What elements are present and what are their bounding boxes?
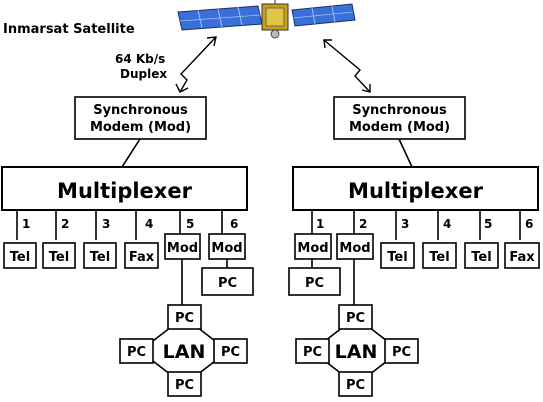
right-port-2: 2 — [359, 217, 367, 231]
right-lan-pc-right: PC — [392, 345, 411, 360]
right-lan-pc-top: PC — [346, 311, 365, 326]
left-multiplexer-box — [1, 166, 248, 211]
left-lan-pc-left: PC — [127, 345, 146, 360]
right-device-6: Fax — [509, 250, 535, 265]
left-port-4: 4 — [145, 217, 153, 231]
left-modem-line2: Modem (Mod) — [90, 120, 191, 135]
right-uplink-arrow — [323, 39, 371, 93]
left-uplink-arrow — [175, 36, 217, 93]
right-lan-pc-bottom-box — [338, 371, 373, 397]
right-device-1: Mod — [297, 241, 328, 256]
right-device-5-box — [464, 242, 499, 269]
right-device-6-box — [504, 242, 540, 269]
right-lan-pc-bottom: PC — [346, 378, 365, 393]
left-standalone-pc: PC — [218, 276, 237, 291]
left-device-1: Tel — [10, 250, 30, 265]
left-standalone-pc-box — [201, 267, 254, 296]
right-lan-label: LAN — [335, 341, 378, 363]
left-lan-label: LAN — [163, 341, 206, 363]
right-port-1: 1 — [316, 217, 324, 231]
left-device-3-box — [83, 242, 117, 269]
link-rate-label: 64 Kb/s — [115, 52, 165, 66]
right-device-3-box — [380, 242, 415, 269]
right-standalone-pc-box — [288, 267, 341, 296]
right-standalone-pc: PC — [305, 276, 324, 291]
right-modem-line1: Synchronous — [352, 103, 447, 118]
satellite-label: Inmarsat Satellite — [3, 22, 135, 37]
right-device-2-box — [336, 233, 374, 260]
right-device-4-box — [422, 242, 457, 269]
left-port-1: 1 — [22, 217, 30, 231]
left-port-6: 6 — [230, 217, 238, 231]
left-lan-pc-top: PC — [175, 311, 194, 326]
right-multiplexer-box — [292, 166, 539, 211]
left-lan-pc-bottom: PC — [175, 378, 194, 393]
right-device-3: Tel — [387, 250, 407, 265]
left-lan-pc-bottom-box — [167, 371, 202, 397]
right-device-1-box — [294, 233, 332, 260]
right-port-5: 5 — [484, 217, 492, 231]
right-multiplexer-label: Multiplexer — [348, 179, 484, 203]
left-device-3: Tel — [90, 250, 110, 265]
left-multiplexer-label: Multiplexer — [57, 179, 193, 203]
left-device-5: Mod — [167, 241, 198, 256]
right-modem-box — [333, 96, 466, 140]
left-device-4-box — [124, 242, 159, 269]
right-network: Synchronous Modem (Mod) Multiplexer 1 2 … — [288, 96, 540, 397]
right-device-4: Tel — [429, 250, 449, 265]
right-port-3: 3 — [401, 217, 409, 231]
left-network: Synchronous Modem (Mod) Multiplexer 1 2 … — [1, 96, 254, 397]
left-device-6: Mod — [211, 241, 242, 256]
right-lan-pc-left: PC — [303, 345, 322, 360]
left-device-1-box — [3, 242, 37, 269]
left-device-4: Fax — [129, 250, 155, 265]
left-port-2: 2 — [61, 217, 69, 231]
left-modem-box — [74, 96, 207, 140]
left-lan-pc-right-box — [213, 338, 248, 364]
right-lan-pc-left-box — [295, 338, 330, 364]
left-lan-pc-top-box — [167, 304, 202, 330]
left-modem-line1: Synchronous — [93, 103, 188, 118]
left-lan-pc-left-box — [119, 338, 154, 364]
right-port-4: 4 — [443, 217, 451, 231]
link-mode-label: Duplex — [120, 67, 167, 81]
right-lan-pc-top-box — [338, 304, 373, 330]
right-device-5: Tel — [471, 250, 491, 265]
right-port-6: 6 — [525, 217, 533, 231]
right-device-2: Mod — [339, 241, 370, 256]
left-device-2: Tel — [49, 250, 69, 265]
right-lan-pc-right-box — [384, 338, 419, 364]
left-device-2-box — [42, 242, 76, 269]
left-lan-pc-right: PC — [221, 345, 240, 360]
right-modem-line2: Modem (Mod) — [349, 120, 450, 135]
satellite-icon — [177, 0, 356, 39]
left-port-3: 3 — [102, 217, 110, 231]
left-port-5: 5 — [186, 217, 194, 231]
